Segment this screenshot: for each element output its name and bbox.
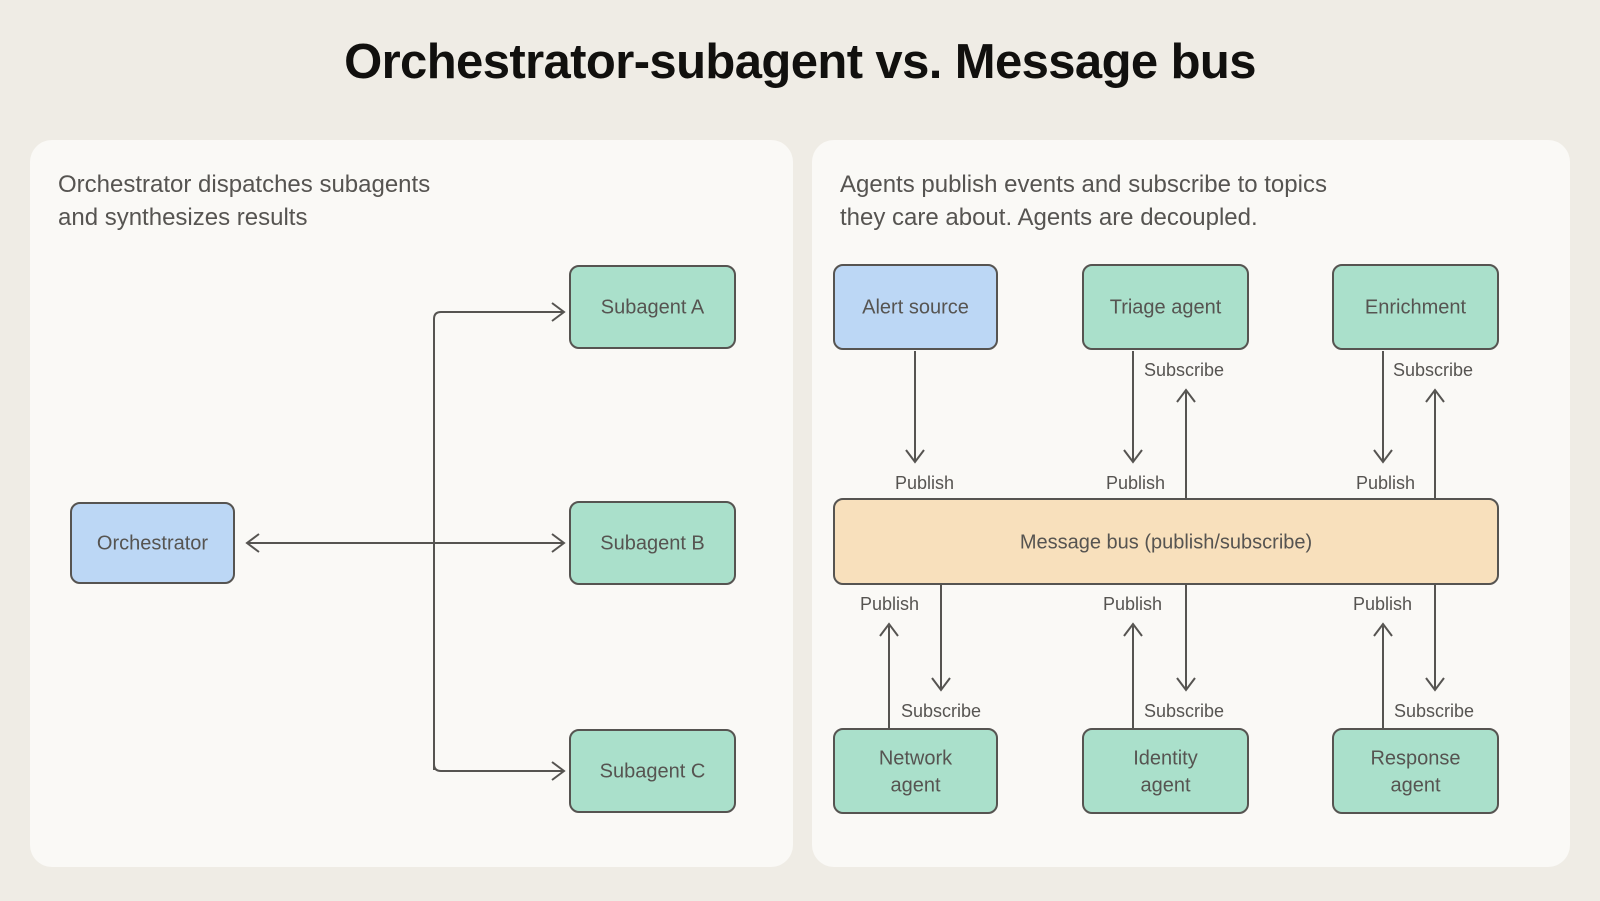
- node-alert-source-rect[interactable]: [833, 264, 998, 350]
- edge-identity-subscribe-arrowhead: [1176, 677, 1196, 692]
- edge-alert-source-publish-label: Publish: [895, 473, 954, 493]
- edge-response-publish-label: Publish: [1353, 594, 1412, 614]
- node-enrichment[interactable]: Enrichment: [1332, 264, 1499, 350]
- node-triage-agent-label: Triage agent: [1110, 296, 1222, 318]
- edge-dispatch-subagent-a: [433, 311, 563, 770]
- edge-response-publish-arrowhead: [1373, 622, 1393, 637]
- node-enrichment-rect[interactable]: [1332, 264, 1499, 350]
- edge-triage-publish-label: Publish: [1106, 473, 1165, 493]
- node-response-agent-rect[interactable]: [1332, 728, 1499, 814]
- edge-response-subscribe-label: Subscribe: [1394, 701, 1474, 721]
- edge-identity-subscribe-label: Subscribe: [1144, 701, 1224, 721]
- edge-identity-publish-arrowhead: [1123, 622, 1143, 637]
- node-alert-source-label: Alert source: [862, 296, 969, 318]
- node-subagent-b[interactable]: Subagent B: [569, 501, 736, 585]
- edge-dispatch-subagent-c-arrowhead: [551, 761, 566, 781]
- edge-network-subscribe-arrowhead: [931, 677, 951, 692]
- node-subagent-c-label: Subagent C: [600, 760, 706, 782]
- edge-dispatch-subagent-a-arrowhead: [551, 302, 566, 322]
- page-title: Orchestrator-subagent vs. Message bus: [344, 35, 1256, 89]
- panel-caption-left: Orchestrator dispatches subagents and sy…: [58, 171, 431, 231]
- edge-group-orchestrator: [245, 302, 566, 781]
- edge-network-publish-arrowhead: [879, 622, 899, 637]
- node-alert-source[interactable]: Alert source: [833, 264, 998, 350]
- node-response-agent[interactable]: Response agent: [1332, 728, 1499, 814]
- node-orchestrator[interactable]: Orchestrator: [70, 502, 235, 584]
- edge-group-top-row: Publish Publish Subscribe Publish Subscr…: [895, 351, 1473, 499]
- edge-dispatch-subagent-b-arrowhead: [551, 533, 566, 553]
- edge-enrichment-publish-label: Publish: [1356, 473, 1415, 493]
- node-network-agent-rect[interactable]: [833, 728, 998, 814]
- edge-group-bottom-row: Publish Subscribe Publish Subscribe Publ…: [860, 584, 1474, 729]
- node-subagent-b-label: Subagent B: [600, 532, 705, 554]
- node-network-agent-label-line2: agent: [890, 774, 940, 796]
- edge-return-to-orchestrator-arrowhead: [245, 533, 260, 553]
- node-identity-agent-rect[interactable]: [1082, 728, 1249, 814]
- edge-identity-publish-label: Publish: [1103, 594, 1162, 614]
- node-message-bus[interactable]: Message bus (publish/subscribe): [833, 498, 1499, 585]
- node-identity-agent-label-line2: agent: [1140, 774, 1190, 796]
- panel-caption-right: Agents publish events and subscribe to t…: [840, 171, 1327, 231]
- node-subagent-a-rect[interactable]: [569, 265, 736, 349]
- node-subagent-c[interactable]: Subagent C: [569, 729, 736, 813]
- node-response-agent-label-line2: agent: [1390, 774, 1440, 796]
- node-subagent-c-rect[interactable]: [569, 729, 736, 813]
- node-message-bus-rect[interactable]: [833, 498, 1499, 585]
- node-subagent-a[interactable]: Subagent A: [569, 265, 736, 349]
- node-triage-agent[interactable]: Triage agent: [1082, 264, 1249, 350]
- edge-network-publish-label: Publish: [860, 594, 919, 614]
- node-enrichment-label: Enrichment: [1365, 296, 1467, 318]
- node-response-agent-label-line1: Response: [1370, 747, 1460, 769]
- edge-alert-source-publish-arrowhead: [905, 449, 925, 464]
- edge-dispatch-subagent-c: [433, 763, 563, 772]
- edge-triage-subscribe-arrowhead: [1176, 388, 1196, 403]
- node-orchestrator-label: Orchestrator: [97, 532, 208, 554]
- node-network-agent-label-line1: Network: [879, 747, 953, 769]
- node-network-agent[interactable]: Network agent: [833, 728, 998, 814]
- node-triage-agent-rect[interactable]: [1082, 264, 1249, 350]
- edge-triage-publish-arrowhead: [1123, 449, 1143, 464]
- node-message-bus-label: Message bus (publish/subscribe): [1020, 531, 1312, 553]
- node-identity-agent[interactable]: Identity agent: [1082, 728, 1249, 814]
- edge-network-subscribe-label: Subscribe: [901, 701, 981, 721]
- node-subagent-b-rect[interactable]: [569, 501, 736, 585]
- node-orchestrator-rect[interactable]: [70, 502, 235, 584]
- edge-enrichment-subscribe-label: Subscribe: [1393, 360, 1473, 380]
- edge-enrichment-subscribe-arrowhead: [1425, 388, 1445, 403]
- node-identity-agent-label-line1: Identity: [1133, 747, 1197, 769]
- node-subagent-a-label: Subagent A: [601, 296, 705, 318]
- edge-response-subscribe-arrowhead: [1425, 677, 1445, 692]
- edge-triage-subscribe-label: Subscribe: [1144, 360, 1224, 380]
- edge-enrichment-publish-arrowhead: [1373, 449, 1393, 464]
